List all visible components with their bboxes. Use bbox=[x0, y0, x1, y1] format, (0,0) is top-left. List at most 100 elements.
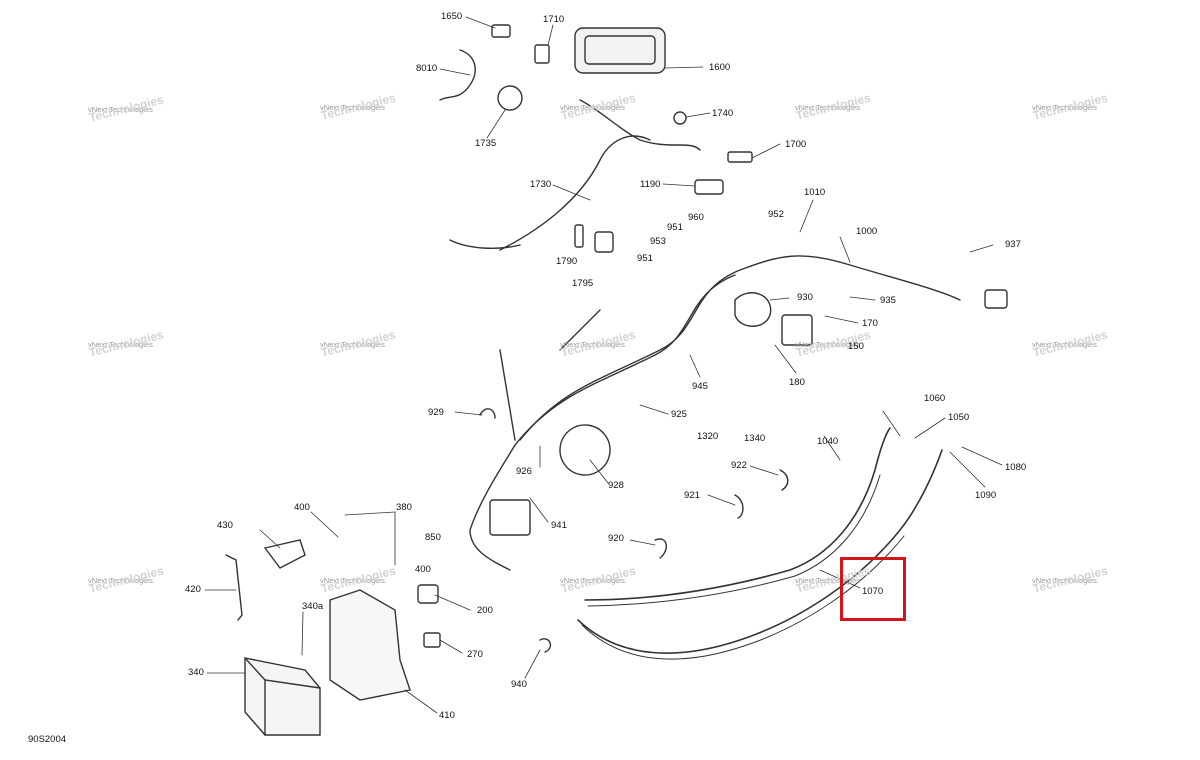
highlight-box-1070 bbox=[840, 557, 906, 621]
strap-420 bbox=[225, 554, 243, 621]
upper-harness-1730 bbox=[499, 135, 651, 251]
callout-380[interactable]: 380 bbox=[396, 502, 412, 513]
callout-270[interactable]: 270 bbox=[467, 649, 483, 660]
tie-929 bbox=[479, 408, 496, 419]
callout-926[interactable]: 926 bbox=[516, 466, 532, 477]
front-branch bbox=[469, 444, 516, 571]
callout-1600[interactable]: 1600 bbox=[709, 62, 731, 73]
callout-960[interactable]: 960 bbox=[688, 212, 704, 223]
callout-920[interactable]: 920 bbox=[608, 533, 624, 544]
callout-1010[interactable]: 1010 bbox=[804, 187, 826, 198]
callout-1090[interactable]: 1090 bbox=[975, 490, 997, 501]
callout-420[interactable]: 420 bbox=[185, 584, 201, 595]
callout-940[interactable]: 940 bbox=[511, 679, 527, 690]
tie-922 bbox=[779, 469, 789, 491]
part-270 bbox=[423, 632, 441, 648]
callout-1795[interactable]: 1795 bbox=[572, 278, 594, 289]
callout-850[interactable]: 850 bbox=[425, 532, 441, 543]
part-8010 bbox=[439, 49, 476, 101]
callout-1340[interactable]: 1340 bbox=[744, 433, 766, 444]
part-928 bbox=[559, 424, 611, 476]
tie-921 bbox=[734, 494, 744, 519]
part-1190 bbox=[694, 179, 724, 195]
callout-922[interactable]: 922 bbox=[731, 460, 747, 471]
callout-1080[interactable]: 1080 bbox=[1005, 462, 1027, 473]
callout-170[interactable]: 170 bbox=[862, 318, 878, 329]
callout-1740[interactable]: 1740 bbox=[712, 108, 734, 119]
callout-1000[interactable]: 1000 bbox=[856, 226, 878, 237]
callout-925[interactable]: 925 bbox=[671, 409, 687, 420]
part-150 bbox=[781, 314, 813, 346]
callout-930[interactable]: 930 bbox=[797, 292, 813, 303]
main-harness-2 bbox=[514, 274, 736, 446]
callout-1650[interactable]: 1650 bbox=[441, 11, 463, 22]
callout-952[interactable]: 952 bbox=[768, 209, 784, 220]
part-fusebox bbox=[489, 499, 531, 536]
callout-1730[interactable]: 1730 bbox=[530, 179, 552, 190]
battery-340 bbox=[244, 657, 321, 736]
sensor-lead bbox=[559, 309, 601, 351]
part-1710 bbox=[534, 44, 550, 64]
callout-951a[interactable]: 951 bbox=[667, 222, 683, 233]
callout-921[interactable]: 921 bbox=[684, 490, 700, 501]
tie-940 bbox=[539, 638, 552, 653]
callout-953[interactable]: 953 bbox=[650, 236, 666, 247]
callout-400b[interactable]: 400 bbox=[415, 564, 431, 575]
callout-1070[interactable]: 1070 bbox=[862, 586, 884, 597]
part-930 bbox=[734, 292, 772, 327]
callout-1320[interactable]: 1320 bbox=[697, 431, 719, 442]
part-1790 bbox=[574, 224, 584, 248]
tray-410 bbox=[329, 589, 411, 701]
callout-200[interactable]: 200 bbox=[477, 605, 493, 616]
callout-935[interactable]: 935 bbox=[880, 295, 896, 306]
callout-1735[interactable]: 1735 bbox=[475, 138, 497, 149]
callout-430[interactable]: 430 bbox=[217, 520, 233, 531]
callout-1710[interactable]: 1710 bbox=[543, 14, 565, 25]
part-1650 bbox=[491, 24, 511, 38]
callout-928[interactable]: 928 bbox=[608, 480, 624, 491]
harness-branch bbox=[579, 99, 701, 151]
cluster-1600 bbox=[574, 27, 666, 74]
callout-1190[interactable]: 1190 bbox=[640, 179, 661, 190]
callout-937[interactable]: 937 bbox=[1005, 239, 1021, 250]
callout-951b[interactable]: 951 bbox=[637, 253, 653, 264]
part-1700 bbox=[727, 151, 753, 163]
callout-8010[interactable]: 8010 bbox=[416, 63, 438, 74]
callout-1790[interactable]: 1790 bbox=[556, 256, 578, 267]
part-1740 bbox=[673, 111, 687, 125]
callout-340[interactable]: 340 bbox=[188, 667, 204, 678]
callout-941[interactable]: 941 bbox=[551, 520, 567, 531]
callout-929[interactable]: 929 bbox=[428, 407, 444, 418]
callout-400a[interactable]: 400 bbox=[294, 502, 310, 513]
cable-1040 bbox=[584, 427, 891, 601]
part-1735 bbox=[497, 85, 523, 111]
callout-1700[interactable]: 1700 bbox=[785, 139, 807, 150]
callout-1050[interactable]: 1050 bbox=[948, 412, 970, 423]
harness-left bbox=[449, 239, 521, 249]
callout-945[interactable]: 945 bbox=[692, 381, 708, 392]
callout-410[interactable]: 410 bbox=[439, 710, 455, 721]
callout-1040[interactable]: 1040 bbox=[817, 436, 839, 447]
callout-1060[interactable]: 1060 bbox=[924, 393, 946, 404]
harness-drop bbox=[499, 349, 516, 441]
callout-180[interactable]: 180 bbox=[789, 377, 805, 388]
callout-340a[interactable]: 340a bbox=[302, 601, 324, 612]
callout-150[interactable]: 150 bbox=[848, 341, 864, 352]
diagram-reference-code: 90S2004 bbox=[28, 734, 67, 745]
